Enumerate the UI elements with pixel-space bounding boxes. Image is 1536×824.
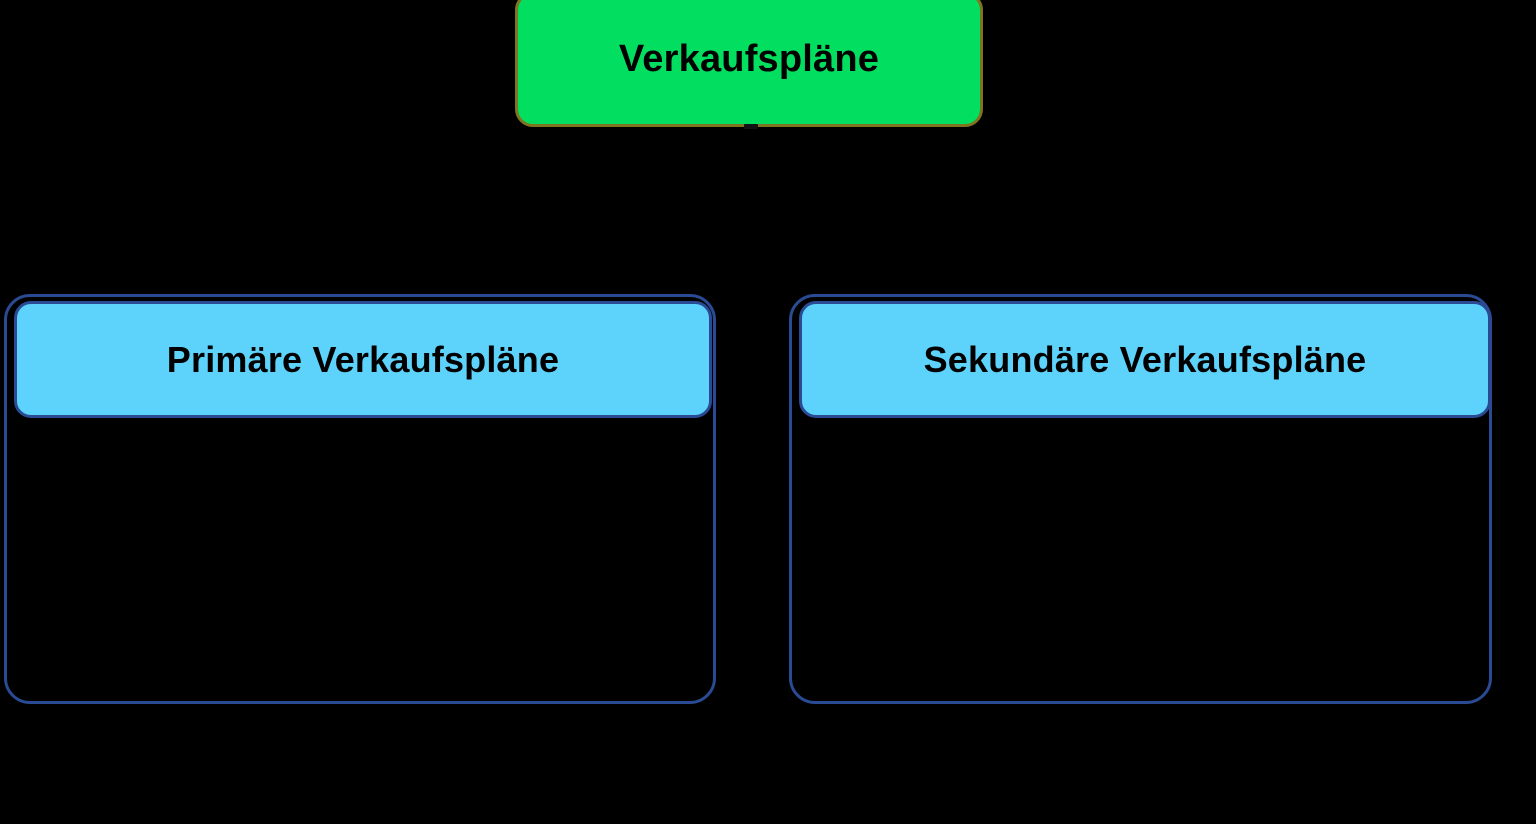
- branch-header-primaere[interactable]: Primäre Verkaufspläne: [14, 301, 712, 418]
- branch-header-sekundaere[interactable]: Sekundäre Verkaufspläne: [799, 301, 1491, 418]
- branch-header-label-primaere: Primäre Verkaufspläne: [166, 338, 560, 380]
- branch-body-sekundaere: [799, 425, 1482, 695]
- root-node-label: Verkaufspläne: [618, 37, 880, 80]
- branch-body-primaere: [14, 425, 706, 695]
- branch-container-primaere[interactable]: Primäre Verkaufspläne: [4, 294, 716, 704]
- root-node-verkaufsplaene[interactable]: Verkaufspläne: [515, 0, 983, 127]
- branch-header-label-sekundaere: Sekundäre Verkaufspläne: [923, 338, 1367, 380]
- branch-container-sekundaere[interactable]: Sekundäre Verkaufspläne: [789, 294, 1492, 704]
- root-connector-stub: [744, 124, 758, 129]
